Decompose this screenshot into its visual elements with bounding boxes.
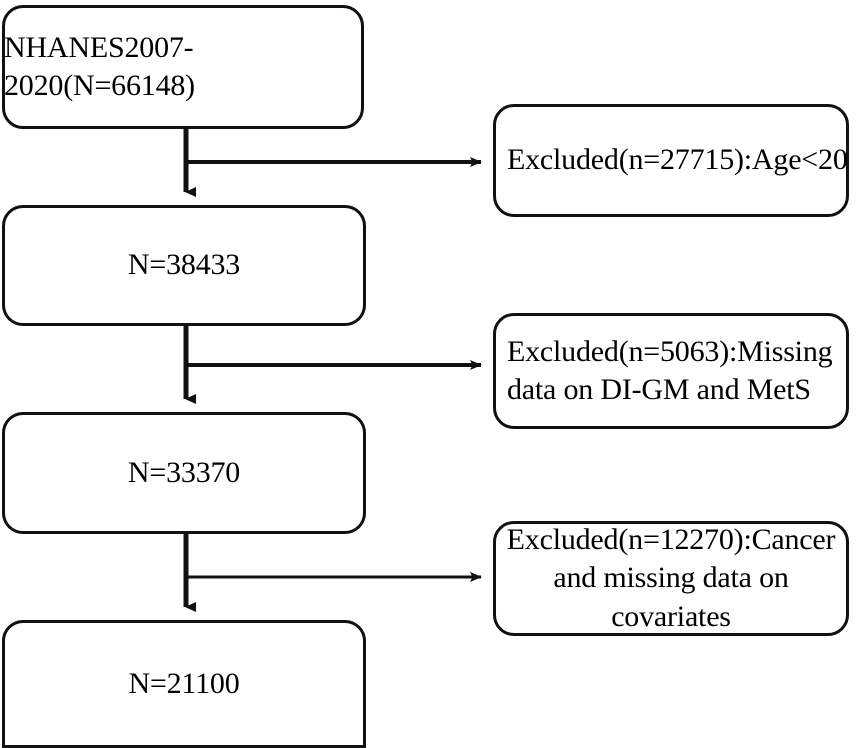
cohort-node-after-age: N=38433 xyxy=(2,205,366,326)
exclusion-node-cancer-covariates: Excluded(n=12270):Cancer and missing dat… xyxy=(493,521,849,636)
cohort-node-final: N=21100 xyxy=(2,620,366,748)
cohort-node-baseline-label: NHANES2007-2020(N=66148) xyxy=(4,30,195,102)
exclusion-node-cancer-covariates-label: Excluded(n=12270):Cancer and missing dat… xyxy=(506,522,836,633)
exclusion-node-age-label: Excluded(n=27715):Age<20 xyxy=(507,143,848,177)
exclusion-node-missing-data: Excluded(n=5063):Missing data on DI-GM a… xyxy=(493,313,849,429)
cohort-node-after-data: N=33370 xyxy=(2,412,366,534)
connector-baseline-to-after-age xyxy=(183,129,482,197)
exclusion-node-age: Excluded(n=27715):Age<20 xyxy=(493,104,849,217)
connector-after-data-to-final xyxy=(183,534,482,612)
cohort-node-after-age-label: N=38433 xyxy=(127,248,241,282)
cohort-node-baseline: NHANES2007-2020(N=66148) xyxy=(2,5,364,129)
cohort-node-after-data-label: N=33370 xyxy=(127,455,241,489)
connector-after-age-to-after-data xyxy=(183,326,482,404)
cohort-node-final-label: N=21100 xyxy=(128,666,240,700)
exclusion-node-missing-data-label: Excluded(n=5063):Missing data on DI-GM a… xyxy=(507,334,833,406)
